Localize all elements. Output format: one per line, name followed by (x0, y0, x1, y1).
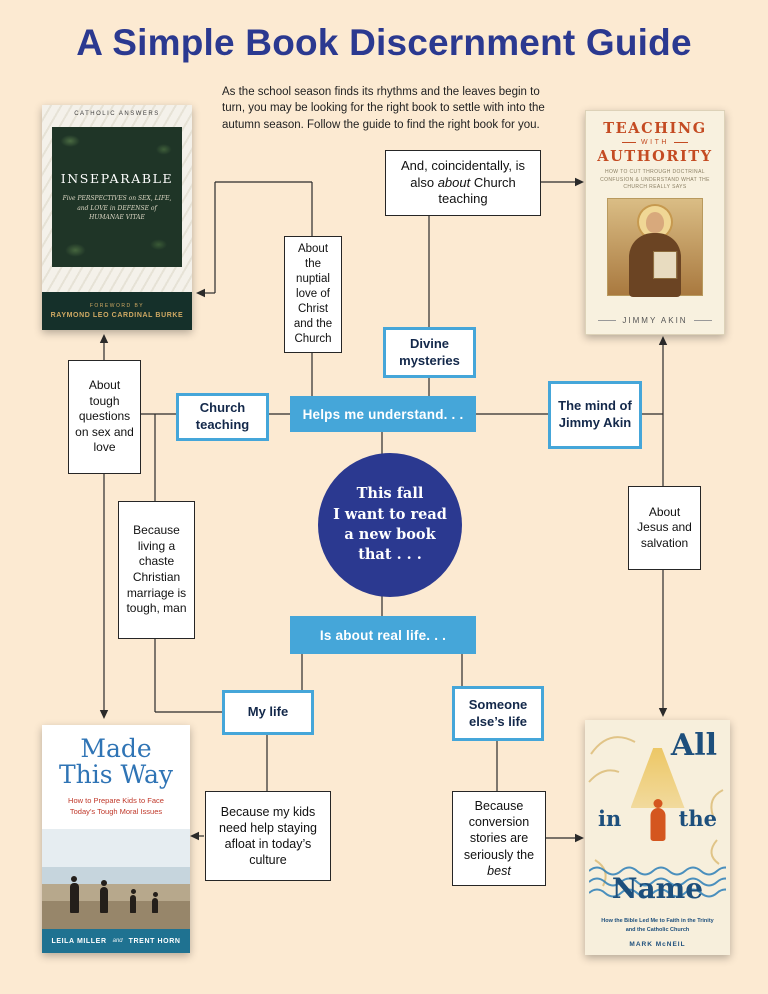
gospel-book-art (653, 250, 678, 279)
connector-arrowhead-group (99, 177, 668, 843)
book-author-1: LEILA MILLER (51, 937, 107, 945)
book-title-word-all: All (670, 728, 717, 763)
circle-line-1: This fall (356, 485, 424, 503)
book-subtitle: How to Prepare Kids to Face Today’s Toug… (68, 795, 164, 816)
annotation-tough-questions: About tough questions on sex and love (68, 360, 141, 474)
book-title-line1: TEACHING (603, 120, 707, 137)
page-title: A Simple Book Discernment Guide (76, 22, 692, 63)
annotation-jesus-salvation: About Jesus and salvation (628, 486, 701, 570)
book-cover-teaching-with-authority: TEACHING WITH AUTHORITY How to Cut Throu… (585, 110, 725, 335)
ivy-panel-art: INSEPARABLE Five PERSPECTIVES on SEX, LI… (52, 127, 182, 267)
family-silhouette (70, 876, 79, 913)
annotation-text: And, coincidentally, is also about Churc… (400, 157, 526, 207)
christ-face-art (646, 211, 664, 233)
family-silhouette (100, 880, 108, 913)
christ-pantocrator-icon (607, 197, 703, 297)
book-subtitle: How the Bible Led Me to Faith in the Tri… (601, 918, 714, 934)
author-joiner: and (112, 938, 123, 944)
book-cover-made-this-way: Made This Way How to Prepare Kids to Fac… (42, 725, 190, 953)
publisher-label: CATHOLIC ANSWERS (74, 111, 160, 117)
annotation-text: Because conversion stories are seriously… (463, 798, 535, 878)
intro-text: As the school season finds its rhythms a… (222, 86, 545, 131)
author-band: FOREWORD BY RAYMOND LEO CARDINAL BURKE (42, 292, 192, 330)
book-title-word-the: the (678, 806, 717, 831)
book-subtitle: How to Cut Through Doctrinal Confusion &… (600, 169, 710, 190)
baptism-figure-art (650, 799, 665, 841)
book-author: JIMMY AKIN (586, 316, 724, 325)
family-silhouette (130, 889, 136, 913)
branch-bar-is-about-real-life: Is about real life. . . (290, 616, 476, 654)
annotation-coincidentally-church-teaching: And, coincidentally, is also about Churc… (385, 150, 541, 216)
circle-line-3: a new book (344, 526, 436, 543)
option-node-someone-elses-life: Someone else’s life (452, 686, 544, 741)
circle-line-2: I want to read (333, 505, 447, 523)
book-title-word-name: Name (611, 872, 704, 905)
start-node-circle: This fall I want to read a new book that… (318, 453, 462, 597)
annotation-nuptial-love: About the nuptial love of Christ and the… (284, 236, 342, 353)
annotation-kids-staying-afloat: Because my kids need help staying afloat… (205, 791, 331, 881)
book-author: MARK McNEIL (629, 941, 686, 948)
book-title-line2: This Way (58, 760, 174, 790)
option-node-my-life: My life (222, 690, 314, 735)
family-silhouette (152, 892, 158, 913)
foreword-label: FOREWORD BY (89, 303, 145, 309)
book-subtitle: Five PERSPECTIVES on SEX, LIFE, and LOVE… (62, 195, 172, 222)
book-title: INSEPARABLE (60, 171, 174, 187)
book-title-line3: AUTHORITY (597, 148, 713, 165)
annotation-chaste-marriage: Because living a chaste Christian marria… (118, 501, 195, 639)
option-node-church-teaching: Church teaching (176, 393, 269, 441)
book-title-word-in: in (598, 806, 622, 831)
branch-bar-helps-me-understand: Helps me understand. . . (290, 396, 476, 432)
beach-family-photo (42, 829, 190, 929)
annotation-conversion-stories: Because conversion stories are seriously… (452, 791, 546, 886)
book-cover-inseparable: CATHOLIC ANSWERS INSEPARABLE Five PERSPE… (42, 105, 192, 330)
circle-line-4: that . . . (358, 546, 422, 564)
book-cover-all-in-the-name: All in the Name How the Bible Led Me to … (585, 720, 730, 955)
book-author: RAYMOND LEO CARDINAL BURKE (50, 312, 184, 319)
book-title-line1: Made (80, 734, 152, 763)
book-author-2: TRENT HORN (128, 937, 181, 945)
option-node-divine-mysteries: Divine mysteries (383, 327, 476, 378)
author-band: LEILA MILLER and TRENT HORN (42, 929, 190, 953)
water-waves-art (589, 866, 726, 898)
book-title-line2: WITH (586, 139, 724, 146)
option-node-mind-of-jimmy-akin: The mind of Jimmy Akin (548, 381, 642, 449)
